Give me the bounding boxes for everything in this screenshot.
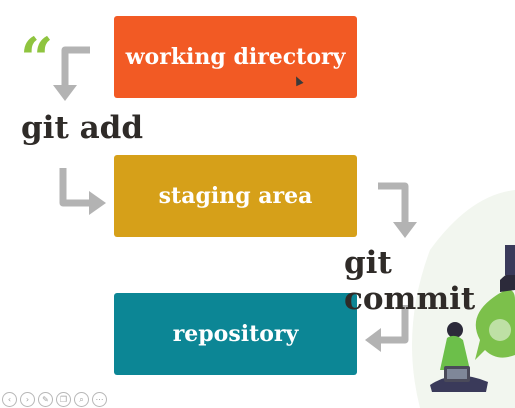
repository-box: repository	[114, 293, 357, 375]
arrow-head-down-1	[53, 85, 77, 101]
back-icon[interactable]: ‹	[2, 392, 17, 407]
arrow-git-add-to-staging	[59, 168, 92, 207]
person-with-laptop-illustration	[430, 322, 488, 392]
play-icon[interactable]: ›	[20, 392, 35, 407]
zoom-icon[interactable]: ⌕	[74, 392, 89, 407]
arrow-to-git-add	[61, 46, 90, 88]
working-directory-box: working directory	[114, 16, 357, 98]
git-commit-label: git commit	[344, 245, 476, 317]
arrow-head-right	[89, 191, 106, 215]
working-directory-label: working directory	[125, 44, 346, 70]
staging-area-box: staging area	[114, 155, 357, 237]
arrow-head-down-2	[393, 222, 417, 238]
pen-icon[interactable]: ✎	[38, 392, 53, 407]
arrow-staging-to-commit	[378, 182, 409, 225]
repository-label: repository	[172, 321, 299, 347]
more-icon[interactable]: ⋯	[92, 392, 107, 407]
staging-area-label: staging area	[158, 183, 313, 209]
partial-person-illustration	[500, 245, 515, 292]
copy-icon[interactable]: ❐	[56, 392, 71, 407]
arrow-head-left	[365, 328, 381, 352]
quote-mark-icon: “	[20, 25, 54, 93]
arrow-commit-to-repository	[378, 305, 409, 344]
git-add-label: git add	[21, 110, 144, 146]
slide-toolbar: ‹ › ✎ ❐ ⌕ ⋯	[2, 392, 107, 407]
